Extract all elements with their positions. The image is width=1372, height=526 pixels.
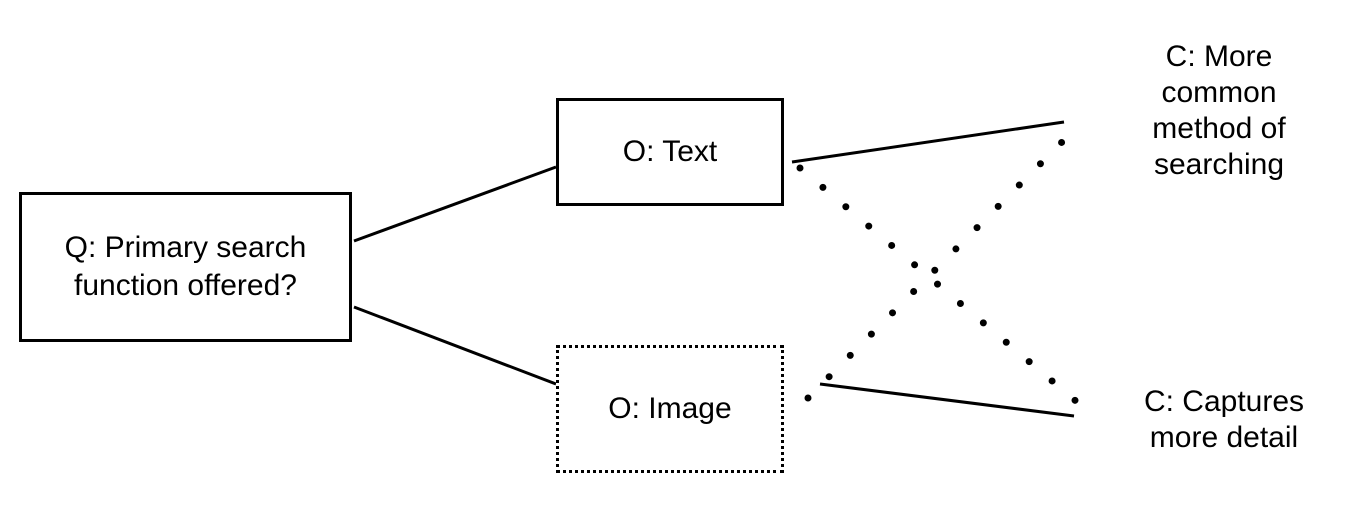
question-node: Q: Primary search function offered? <box>19 192 352 342</box>
edge-text-to-detail <box>796 164 1081 406</box>
question-label: Q: Primary search function offered? <box>64 231 307 302</box>
edge-question-to-image <box>353 305 557 386</box>
option-image-label: O: Image <box>608 392 732 425</box>
edge-image-to-detail <box>819 382 1075 418</box>
edge-text-to-common <box>791 120 1065 164</box>
option-image-node: O: Image <box>556 345 784 473</box>
criterion-common-method: C: More common method of searching <box>1152 40 1286 181</box>
edge-question-to-text <box>353 165 557 243</box>
option-text-node: O: Text <box>556 98 784 206</box>
option-text-label: O: Text <box>622 135 718 168</box>
edge-image-to-common <box>804 135 1069 402</box>
criterion-captures-detail: C: Captures more detail <box>1143 385 1305 454</box>
